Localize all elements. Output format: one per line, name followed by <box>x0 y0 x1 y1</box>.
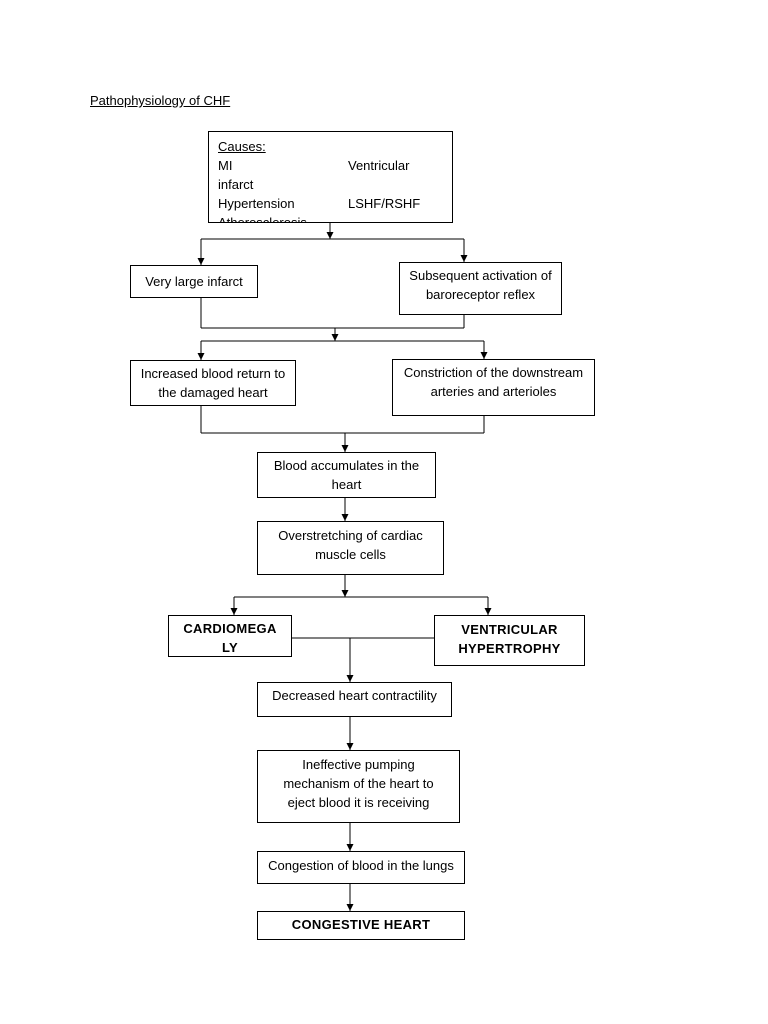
node-congestive-heart-failure: CONGESTIVE HEART FAILURE <box>257 911 465 940</box>
node-overstretching: Overstretching of cardiac muscle cells <box>257 521 444 575</box>
cause-label: MI <box>218 158 233 173</box>
cause-label: LSHF/RSHF <box>348 196 421 211</box>
causes-row: MI Ventricular <box>218 156 444 175</box>
cause-label: Ventricular <box>348 158 410 173</box>
node-constriction: Constriction of the downstream arteries … <box>392 359 595 416</box>
node-cardiomegaly: CARDIOMEGA LY <box>168 615 292 657</box>
cause-label: Atherosclerosis <box>218 215 307 223</box>
node-very-large-infarct: Very large infarct <box>130 265 258 298</box>
node-decreased-contractility: Decreased heart contractility <box>257 682 452 717</box>
node-baroreceptor-activation: Subsequent activation of baroreceptor re… <box>399 262 562 315</box>
node-ineffective-pumping: Ineffective pumping mechanism of the hea… <box>257 750 460 823</box>
causes-row: infarct <box>218 175 444 194</box>
causes-row: Atherosclerosis <box>218 213 444 223</box>
page-title: Pathophysiology of CHF <box>90 93 231 108</box>
cause-label: infarct <box>218 177 254 192</box>
node-blood-accumulates: Blood accumulates in the heart <box>257 452 436 498</box>
node-ventricular-hypertrophy: VENTRICULAR HYPERTROPHY <box>434 615 585 666</box>
node-increased-blood-return: Increased blood return to the damaged he… <box>130 360 296 406</box>
causes-row: Hypertension LSHF/RSHF <box>218 194 444 213</box>
causes-heading: Causes: <box>218 139 266 154</box>
cause-label: Hypertension <box>218 196 295 211</box>
causes-box: Causes: MI Ventricular infarct Hypertens… <box>208 131 453 223</box>
node-congestion: Congestion of blood in the lungs <box>257 851 465 884</box>
